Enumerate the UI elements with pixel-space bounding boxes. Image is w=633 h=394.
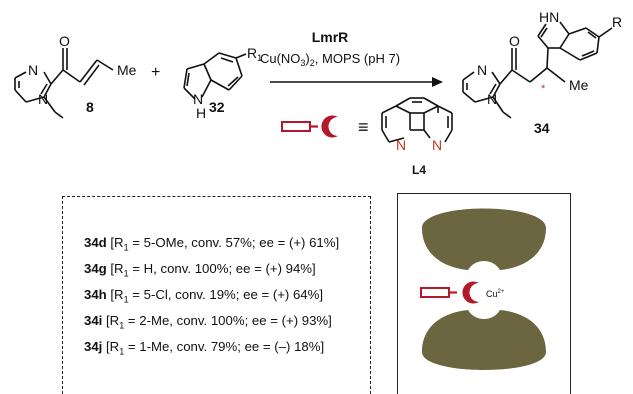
atom-n-methyl-8: N	[38, 91, 48, 107]
copper-label: Cu2+	[486, 289, 505, 299]
enzyme-cartoon-frame	[397, 193, 571, 394]
atom-n-imine-8: N	[28, 62, 38, 78]
methyl-label-34: Me	[569, 77, 589, 93]
reaction-arrow	[270, 77, 443, 87]
atom-o-ketone-34: O	[509, 33, 520, 49]
result-row-34j: 34j [R1 = 1-Me, conv. 79%; ee = (–) 18%]	[84, 339, 325, 357]
atom-n-indole-32: N	[193, 91, 203, 107]
conditions-label: Cu(NO3)2, MOPS (pH 7)	[260, 51, 400, 68]
result-row-34h: 34h [R1 = 5-Cl, conv. 19%; ee = (+) 64%]	[84, 287, 324, 305]
result-row-34g: 34g [R1 = H, conv. 100%; ee = (+) 94%]	[84, 261, 316, 279]
atom-n-imine-34: N	[477, 62, 487, 78]
stereocenter-mark: *	[541, 83, 546, 95]
atom-n-right-l4: N	[432, 137, 442, 153]
result-row-34d: 34d [R1 = 5-OMe, conv. 57%; ee = (+) 61%…	[84, 235, 340, 253]
phenanthroline-l4-structure	[381, 97, 453, 143]
compound-label-32: 32	[209, 99, 225, 115]
r1-label-32: R1	[247, 45, 262, 63]
ligand-label-l4: L4	[412, 163, 426, 177]
atom-n-methyl-34: N	[487, 91, 497, 107]
atom-h-indole-32: H	[196, 105, 206, 121]
substrate-8-structure	[14, 48, 114, 119]
equivalence-sign: ≡	[358, 117, 369, 137]
results-table: 34d [R1 = 5-OMe, conv. 57%; ee = (+) 61%…	[62, 196, 371, 394]
atom-hn-indole-34: HN	[539, 9, 559, 25]
methyl-label-8: Me	[117, 62, 137, 78]
indole-32-structure	[183, 52, 247, 100]
atom-n-left-l4: N	[396, 137, 406, 153]
plus-sign: +	[151, 64, 160, 81]
compound-label-8: 8	[86, 99, 94, 115]
enzyme-cartoon	[420, 208, 546, 370]
compound-label-34: 34	[534, 120, 550, 136]
atom-o-ketone-8: O	[59, 33, 70, 49]
r-label-34: R	[612, 14, 622, 30]
catalyst-label: LmrR	[312, 29, 349, 45]
product-34-structure	[462, 21, 613, 119]
artificial-metalloenzyme-symbol	[281, 115, 338, 138]
result-row-34i: 34i [R1 = 2-Me, conv. 100%; ee = (+) 93%…	[84, 313, 332, 331]
